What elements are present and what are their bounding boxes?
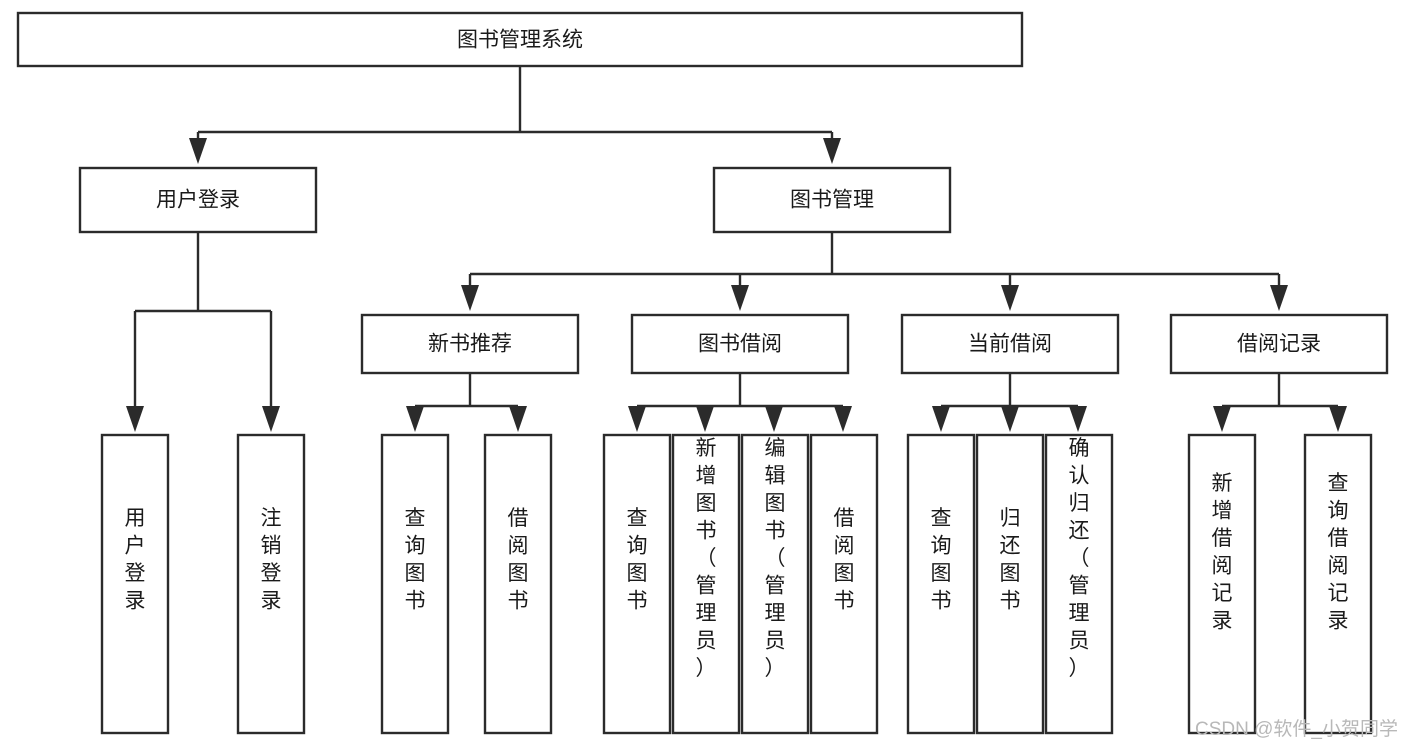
node-book-borrow-label: 图书借阅 [698, 333, 782, 356]
node-leaf-borrow-book-1-label: 借阅图书 [508, 507, 529, 613]
arrow-head-icon [823, 138, 841, 164]
arrow-head-icon [932, 406, 950, 432]
node-leaf-return-book[interactable]: 归还图书 [975, 433, 1045, 735]
edge-group-user-login-to-leaves [126, 232, 280, 432]
arrow-head-icon [1001, 285, 1019, 311]
node-user-login-box[interactable] [78, 166, 318, 234]
node-leaf-borrow-book-2-box[interactable] [809, 433, 879, 735]
node-leaf-query-book-1[interactable]: 查询图书 [380, 433, 450, 735]
node-leaf-borrow-book-1[interactable]: 借阅图书 [483, 433, 553, 735]
arrow-head-icon [406, 406, 424, 432]
node-leaf-query-book-1-box[interactable] [380, 433, 450, 735]
edge-group-book-manage-to-level3 [461, 232, 1288, 311]
node-leaf-add-record-label: 新增借阅记录 [1212, 472, 1233, 633]
node-new-book-recommend-box[interactable] [360, 313, 580, 375]
node-current-borrow-label: 当前借阅 [968, 333, 1052, 356]
node-book-borrow-box[interactable] [630, 313, 850, 375]
node-leaf-query-book-2-label: 查询图书 [627, 507, 648, 613]
node-leaf-confirm-return[interactable]: 确认归还（管理员） [1044, 433, 1114, 735]
node-leaf-borrow-book-2-label: 借阅图书 [834, 507, 855, 613]
node-root-label: 图书管理系统 [457, 29, 583, 52]
arrow-head-icon [765, 406, 783, 432]
arrow-head-icon [696, 406, 714, 432]
arrow-head-icon [731, 285, 749, 311]
node-leaf-add-record[interactable]: 新增借阅记录 [1187, 433, 1257, 735]
node-leaf-query-book-3-label: 查询图书 [931, 507, 952, 613]
node-user-login[interactable]: 用户登录 [78, 166, 318, 234]
edge-group-new-book-recommend-to-leaves [406, 373, 527, 432]
node-leaf-query-book-1-label: 查询图书 [405, 507, 426, 613]
node-leaf-return-book-box[interactable] [975, 433, 1045, 735]
node-leaf-return-book-label: 归还图书 [1000, 507, 1021, 613]
node-leaf-user-logout-box[interactable] [236, 433, 306, 735]
node-current-borrow[interactable]: 当前借阅 [900, 313, 1120, 375]
edge-group-borrow-record-to-leaves [1213, 373, 1347, 432]
node-leaf-confirm-return-label: 确认归还（管理员） [1069, 437, 1090, 680]
node-leaf-user-logout-label: 注销登录 [261, 507, 282, 613]
node-leaf-user-login-label: 用户登录 [125, 507, 146, 613]
arrow-head-icon [834, 406, 852, 432]
arrow-head-icon [126, 406, 144, 432]
edge-group-current-borrow-to-leaves [932, 373, 1087, 432]
node-leaf-user-login-box[interactable] [100, 433, 170, 735]
node-leaf-query-book-2-box[interactable] [602, 433, 672, 735]
arrow-head-icon [628, 406, 646, 432]
arrow-head-icon [1270, 285, 1288, 311]
node-leaf-query-record-box[interactable] [1303, 433, 1373, 735]
node-leaf-user-logout[interactable]: 注销登录 [236, 433, 306, 735]
node-leaf-query-record[interactable]: 查询借阅记录 [1303, 433, 1373, 735]
watermark-label: CSDN @软件_小贺同学 [1195, 718, 1398, 740]
node-leaf-borrow-book-2[interactable]: 借阅图书 [809, 433, 879, 735]
node-user-login-label: 用户登录 [156, 189, 240, 212]
node-leaf-add-book-label: 新增图书（管理员） [696, 437, 717, 680]
node-book-manage-label: 图书管理 [790, 189, 874, 212]
node-leaf-edit-book[interactable]: 编辑图书（管理员） [740, 433, 810, 735]
node-leaf-user-login[interactable]: 用户登录 [100, 433, 170, 735]
node-leaf-add-record-box[interactable] [1187, 433, 1257, 735]
node-root-box[interactable] [16, 11, 1024, 68]
arrow-head-icon [189, 138, 207, 164]
node-new-book-recommend[interactable]: 新书推荐 [360, 313, 580, 375]
node-leaf-edit-book-label: 编辑图书（管理员） [765, 437, 786, 680]
arrow-head-icon [1069, 406, 1087, 432]
node-current-borrow-box[interactable] [900, 313, 1120, 375]
node-leaf-query-record-label: 查询借阅记录 [1328, 472, 1349, 633]
node-leaf-add-book-box[interactable] [671, 433, 741, 735]
arrow-head-icon [1213, 406, 1231, 432]
arrow-head-icon [1001, 406, 1019, 432]
edge-group-book-borrow-to-leaves [628, 373, 852, 432]
node-borrow-record-box[interactable] [1169, 313, 1389, 375]
arrow-head-icon [1329, 406, 1347, 432]
node-leaf-edit-book-box[interactable] [740, 433, 810, 735]
arrow-head-icon [262, 406, 280, 432]
node-leaf-query-book-3[interactable]: 查询图书 [906, 433, 976, 735]
node-borrow-record[interactable]: 借阅记录 [1169, 313, 1389, 375]
node-leaf-confirm-return-box[interactable] [1044, 433, 1114, 735]
node-leaf-query-book-3-box[interactable] [906, 433, 976, 735]
edge-group-root-to-level2 [189, 66, 841, 164]
node-borrow-record-label: 借阅记录 [1237, 333, 1321, 356]
arrow-head-icon [461, 285, 479, 311]
node-book-manage[interactable]: 图书管理 [712, 166, 952, 234]
node-new-book-recommend-label: 新书推荐 [428, 333, 512, 356]
node-leaf-query-book-2[interactable]: 查询图书 [602, 433, 672, 735]
arrow-head-icon [509, 406, 527, 432]
node-leaf-borrow-book-1-box[interactable] [483, 433, 553, 735]
node-book-manage-box[interactable] [712, 166, 952, 234]
node-root[interactable]: 图书管理系统 [16, 11, 1024, 68]
node-leaf-add-book[interactable]: 新增图书（管理员） [671, 433, 741, 735]
node-book-borrow[interactable]: 图书借阅 [630, 313, 850, 375]
